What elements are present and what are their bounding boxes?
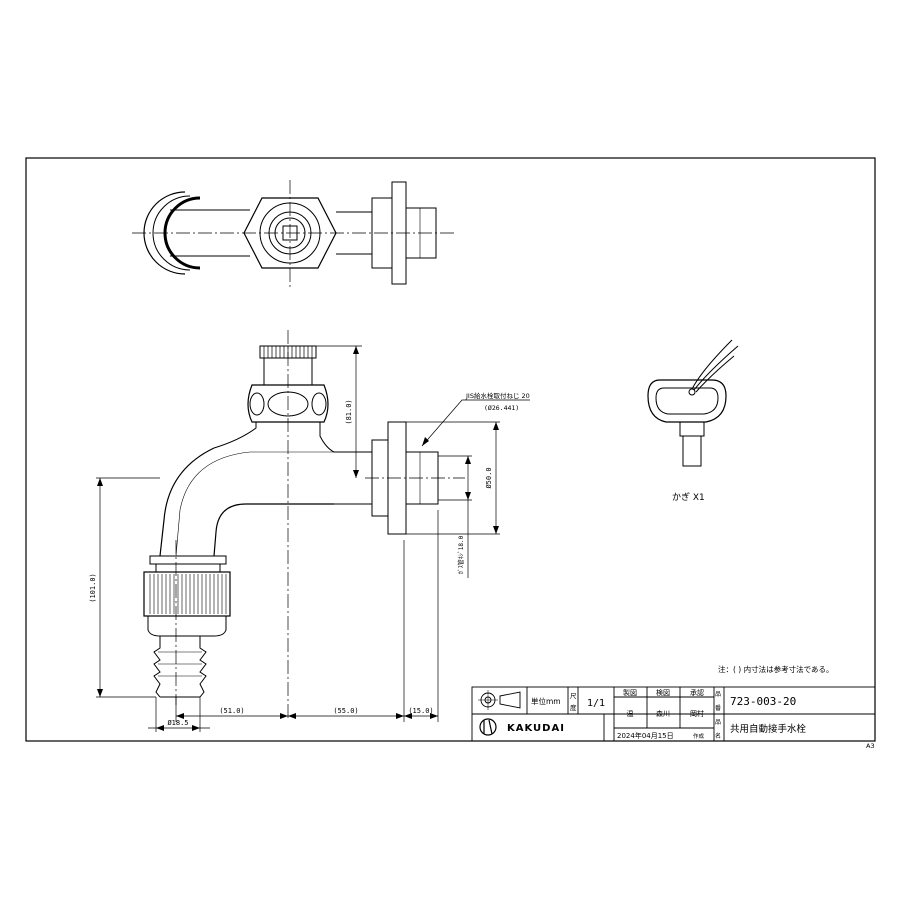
dim-81: (81.0) (345, 399, 353, 424)
dim-flange: Ø50.0 (485, 467, 493, 488)
part-no-label-2: 番 (715, 705, 721, 712)
dim-51: (51.0) (219, 707, 244, 715)
unit-label: 単位mm (531, 696, 561, 706)
scale-label-2: 度 (570, 703, 577, 712)
dim-15: (15.0) (408, 707, 433, 715)
part-number: 723-003-20 (730, 695, 796, 708)
dim-101: (101.0) (89, 573, 97, 603)
part-name-label-2: 名 (715, 732, 721, 740)
date-created: 2024年04月15日 (617, 731, 674, 740)
date-suffix: 作成 (693, 732, 705, 740)
dim-hose: Ø18.5 (167, 719, 188, 727)
projection-symbol-icon (478, 690, 521, 710)
part-name-label-1: 品 (715, 719, 721, 726)
col-approved: 承認 (690, 688, 704, 697)
top-view (132, 180, 455, 287)
brand-name: KAKUDAI (507, 723, 565, 734)
name-checked: 森川 (656, 709, 670, 718)
key-drawing (647, 339, 739, 467)
col-checked: 検図 (656, 688, 670, 697)
front-view (143, 330, 465, 720)
name-approved: 岡村 (690, 709, 704, 718)
name-drafted: 温 (627, 709, 634, 718)
sheet-frame (25, 157, 876, 742)
part-no-label-1: 品 (715, 691, 721, 698)
key-label: かぎ X1 (672, 491, 705, 503)
kakudai-logo-icon (479, 718, 497, 736)
dim-55: (55.0) (333, 707, 358, 715)
part-name: 共用自動接手水栓 (730, 723, 807, 735)
jis-thread-label: JIS給水栓取付ねじ 20 (465, 391, 530, 400)
sheet-size: A3 (866, 742, 875, 750)
dimension-lines (96, 345, 530, 732)
reference-note: 注：( ) 内寸法は参考寸法である。 (718, 664, 834, 674)
dim-pipe: ｶﾞｽ管ﾈｼﾞ18.0 (457, 535, 465, 574)
title-block (471, 686, 876, 742)
dimension-arrows (97, 346, 499, 731)
col-drafted: 製図 (623, 688, 637, 697)
scale-label: 尺 (570, 692, 577, 700)
jis-thread-diameter: (Ø26.441) (484, 404, 519, 412)
scale-value: 1/1 (587, 698, 605, 709)
